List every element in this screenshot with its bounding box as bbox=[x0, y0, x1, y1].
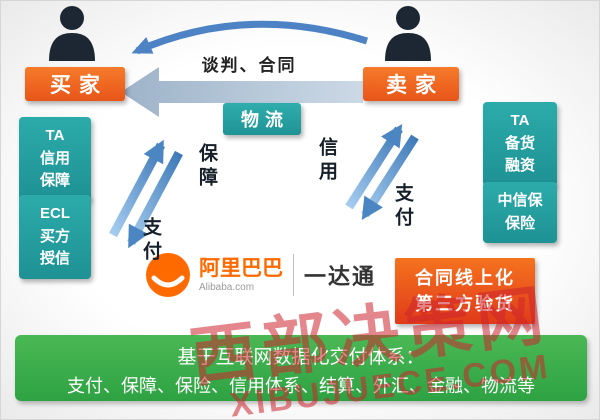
ecl-buyer-credit-box: ECL 买方 授信 bbox=[19, 195, 91, 279]
exchange-arrow-left-down bbox=[127, 150, 183, 249]
brand-domain: Alibaba.com bbox=[199, 282, 255, 294]
alibaba-logo-icon bbox=[144, 251, 192, 299]
brand-row: 阿里巴巴 Alibaba.com 一达通 bbox=[144, 251, 376, 299]
ta-credit-guarantee-box: TA 信用 保障 bbox=[19, 117, 91, 201]
side-box-line: 信用 bbox=[39, 149, 70, 167]
side-box-line: 融资 bbox=[504, 157, 535, 174]
side-box-line: 中信保 bbox=[497, 192, 543, 209]
exchange-arrow-left-up bbox=[109, 139, 165, 238]
contract-highlight-box: 合同线上化 第三方验货 bbox=[395, 258, 535, 325]
banner-title-line: 基于互联网数据化交付体系： bbox=[177, 347, 425, 368]
side-box-line: ECL bbox=[40, 205, 70, 222]
side-box-line: TA bbox=[510, 112, 530, 129]
side-box-line: 保障 bbox=[39, 172, 70, 189]
credit-label: 信用 bbox=[316, 137, 337, 185]
exchange-arrow-right-up bbox=[345, 123, 403, 210]
banner-items-line: 支付、保障、保险、信用体系、结算、外汇、金融、物流等 bbox=[67, 375, 535, 396]
highlight-line: 第三方验货 bbox=[415, 294, 515, 315]
ta-stock-financing-box: TA 备货 融资 bbox=[483, 102, 557, 186]
seller-box: 卖家 bbox=[363, 67, 459, 101]
brand-name: 阿里巴巴 bbox=[199, 256, 283, 280]
sinosure-insurance-box: 中信保 保险 bbox=[483, 182, 557, 243]
payment-label-right: 支付 bbox=[392, 183, 413, 231]
guarantee-label: 保障 bbox=[196, 143, 217, 191]
negotiation-arrow bbox=[131, 20, 369, 55]
side-box-line: 备货 bbox=[504, 134, 535, 152]
buyer-avatar-icon bbox=[45, 5, 99, 66]
logistics-box: 物流 bbox=[223, 103, 301, 135]
bottom-banner: 基于互联网数据化交付体系： 支付、保障、保险、信用体系、结算、外汇、金融、物流等 bbox=[15, 335, 587, 401]
payment-label-left: 支付 bbox=[140, 217, 161, 265]
exchange-arrow-right-down bbox=[361, 134, 419, 221]
side-box-line: TA bbox=[45, 127, 65, 144]
side-box-line: 保险 bbox=[504, 214, 535, 232]
trade-arrow-left bbox=[121, 67, 363, 117]
brand-divider bbox=[293, 254, 294, 296]
highlight-line: 合同线上化 bbox=[415, 268, 515, 288]
brand-product: 一达通 bbox=[304, 264, 377, 289]
side-box-line: 授信 bbox=[39, 250, 70, 267]
seller-avatar-icon bbox=[381, 5, 435, 66]
buyer-box: 买家 bbox=[25, 67, 125, 101]
negotiation-label: 谈判、合同 bbox=[201, 56, 297, 75]
side-box-line: 买方 bbox=[39, 227, 70, 245]
